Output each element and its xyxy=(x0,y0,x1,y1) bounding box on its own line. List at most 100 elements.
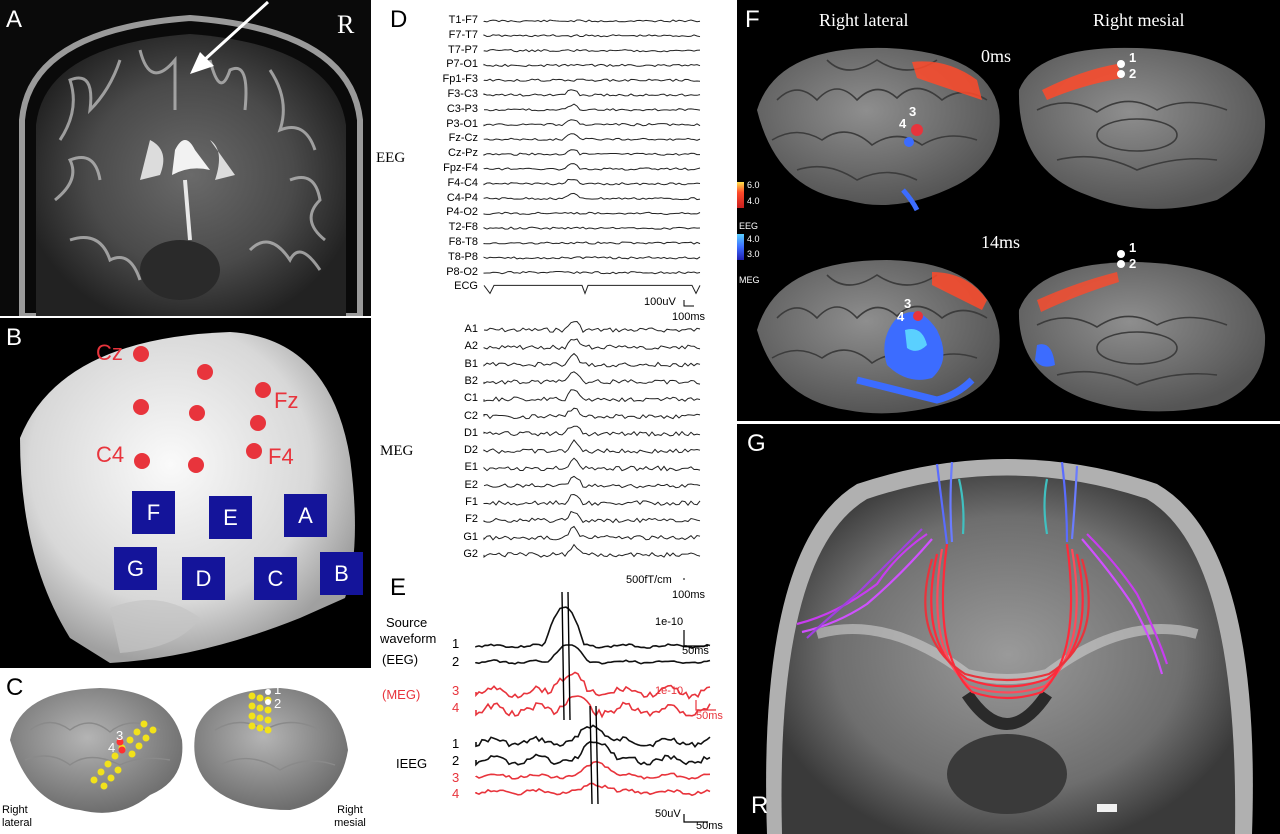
contact-mark-4-top: 4 xyxy=(899,116,907,131)
eeg-source-scale-t: 50ms xyxy=(682,645,709,657)
timing-marker-line xyxy=(561,591,565,721)
eeg-channel-label: P8-O2 xyxy=(446,265,478,278)
ieeg-scale-t: 50ms xyxy=(696,820,723,832)
colorbar-eeg-label: EEG xyxy=(739,221,759,231)
coronal-t2-mri-image xyxy=(0,0,371,316)
electrode-label-cz: Cz xyxy=(96,340,123,365)
contact-label-2: 2 xyxy=(274,696,282,711)
panel-label-d: D xyxy=(390,6,408,33)
contact-label-3: 3 xyxy=(116,728,124,743)
meg-trace xyxy=(483,510,701,524)
eeg-channel-label: F3-C3 xyxy=(447,88,478,100)
contact-mark-3-bottom: 3 xyxy=(904,296,912,311)
meg-channel-label: F1 xyxy=(465,496,478,508)
eeg-voltage-scale: 100uV xyxy=(644,296,676,308)
eeg-trace xyxy=(483,89,701,97)
eeg-trace xyxy=(483,63,701,68)
panel-label-b: B xyxy=(6,324,23,351)
contact-label-4: 4 xyxy=(108,740,116,755)
source-num-3: 3 xyxy=(452,683,460,698)
source-scale-bar xyxy=(683,814,708,823)
electrode-label-fz: Fz xyxy=(274,388,299,413)
panel-label-c: C xyxy=(6,674,24,701)
ieeg-label: IEEG xyxy=(396,756,428,771)
time-label-14ms: 14ms xyxy=(981,232,1021,252)
eeg-trace xyxy=(483,149,700,156)
view-label-right-mesial: Right mesial xyxy=(334,804,366,829)
colorbar-meg-label: MEG xyxy=(739,275,760,285)
time-label-0ms: 0ms xyxy=(981,46,1012,66)
eeg-channel-label: T1-F7 xyxy=(448,14,478,26)
source-scale-bar xyxy=(683,630,708,647)
meg-source-scale-v: 1e-10 xyxy=(655,685,684,697)
source-waveform-eeg-2 xyxy=(475,644,711,665)
meg-channel-label: E2 xyxy=(464,478,478,491)
meg-trace xyxy=(483,493,701,507)
eeg-trace xyxy=(483,133,701,141)
colorbar-meg-min: 3.0 xyxy=(747,249,760,259)
eeg-channel-label: Cz-Pz xyxy=(448,147,478,160)
meg-trace xyxy=(483,371,701,385)
timing-marker-line xyxy=(567,591,571,721)
meg-trace xyxy=(483,525,701,541)
eeg-channel-label: C4-P4 xyxy=(446,191,478,204)
meg-channel-label: D1 xyxy=(463,426,478,439)
meg-channel-label: B1 xyxy=(464,357,478,370)
contact-mark-1-top: 1 xyxy=(1129,50,1137,65)
colorbar-eeg-max: 6.0 xyxy=(747,180,760,190)
eeg-source-scale-v: 1e-10 xyxy=(655,616,684,628)
meg-channel-label: G1 xyxy=(463,530,478,543)
timing-marker-line xyxy=(595,705,599,805)
ieeg-waveform-2 xyxy=(475,740,711,767)
lateral-cortex-0ms xyxy=(757,47,1000,212)
eeg-channel-label: P3-O1 xyxy=(446,117,478,130)
eeg-trace xyxy=(483,256,701,260)
source-num-1: 1 xyxy=(452,636,460,651)
ieeg-num-4: 4 xyxy=(452,786,460,801)
panel-label-a: A xyxy=(6,6,23,33)
colorbar-meg-max: 4.0 xyxy=(747,234,760,244)
panel-f-source-maps: F Right lateral Right mesial 0ms 14ms 6.… xyxy=(737,0,1280,421)
contact-mark-2-bottom: 2 xyxy=(1129,256,1137,271)
eeg-trace xyxy=(483,34,701,38)
eeg-time-scale: 100ms xyxy=(672,311,706,323)
panel-label-g: G xyxy=(747,430,766,457)
eeg-trace xyxy=(483,103,701,112)
meg-sensor-box-f: F xyxy=(132,491,175,534)
meg-sensor-box-c: C xyxy=(254,557,297,600)
source-waveform-meg-3 xyxy=(475,671,711,700)
dti-tractography-overlay xyxy=(766,459,1253,834)
meg-colorbar xyxy=(737,234,744,260)
eeg-channel-label: F8-T8 xyxy=(448,236,478,248)
meg-source-scale-t: 50ms xyxy=(696,710,723,722)
eeg-trace xyxy=(483,19,701,23)
meg-trace xyxy=(483,338,701,350)
panel-label-f: F xyxy=(745,6,760,33)
right-side-marker: R xyxy=(337,10,355,39)
source-waveform-meg-4 xyxy=(475,695,711,719)
contact-mark-1-bottom: 1 xyxy=(1129,240,1137,255)
eeg-channel-label: T2-F8 xyxy=(448,221,478,234)
eeg-channel-label: Fz-Cz xyxy=(448,132,478,145)
eeg-channel-label: F7-T7 xyxy=(448,28,478,41)
meg-group-label: MEG xyxy=(380,443,414,459)
colorbar-eeg-min: 4.0 xyxy=(747,196,760,206)
meg-channel-label: D2 xyxy=(463,444,478,457)
contact-mark-3-top: 3 xyxy=(909,104,917,119)
eeg-electrode-dots xyxy=(133,346,271,473)
eeg-colorbar xyxy=(737,182,744,208)
cortical-source-map-renderings xyxy=(737,47,1266,414)
timing-marker-line xyxy=(589,705,593,805)
source-waveform-eeg-1 xyxy=(475,606,711,649)
eeg-channel-label: C3-P3 xyxy=(446,102,478,115)
panel-a-mri-coronal: A R xyxy=(0,0,371,316)
source-subtitle: waveform xyxy=(380,631,437,646)
panel-e-source-waveforms: E Source waveform (EEG) 1 2 (MEG) 3 4 1e… xyxy=(372,570,736,834)
meg-trace xyxy=(483,320,701,334)
mesial-cortex-14ms xyxy=(1018,250,1266,412)
meg-trace xyxy=(483,439,701,454)
meg-channel-label: B2 xyxy=(464,374,478,387)
ieeg-num-2: 2 xyxy=(452,753,460,768)
contact-mark-2-top: 2 xyxy=(1129,66,1137,81)
